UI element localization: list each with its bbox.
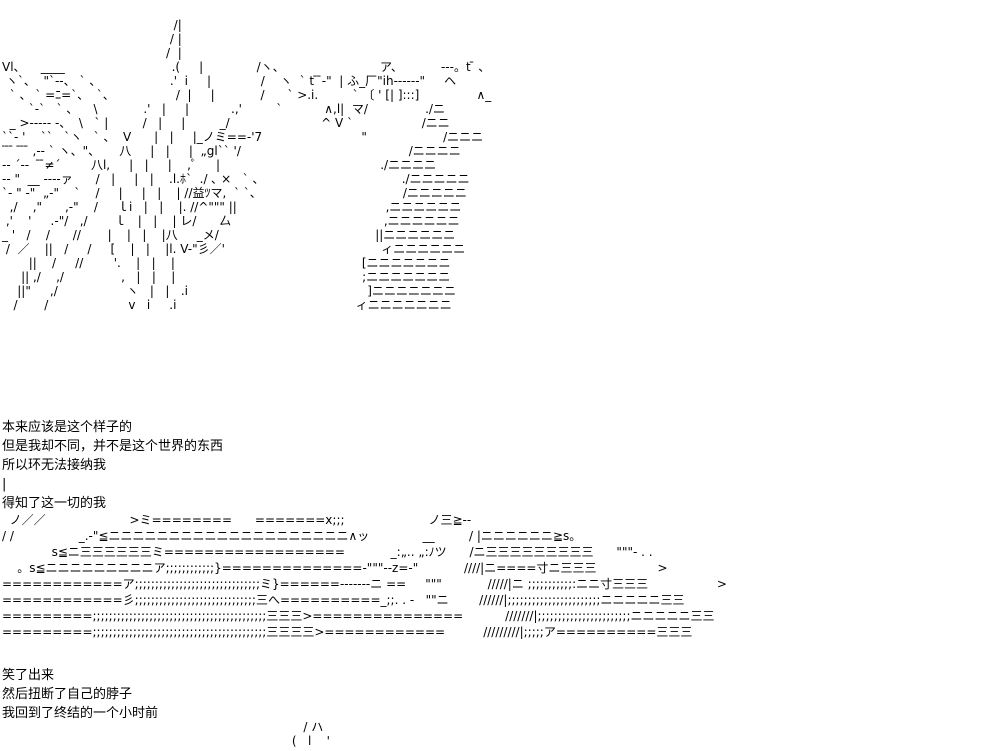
caption-line: 笑了出来 bbox=[2, 668, 55, 683]
caption-block-1: 本来应该是这个样子的 但是我却不同，并不是这个世界的东西 所以环无法接纳我 | … bbox=[2, 418, 223, 513]
caption-line: 所以环无法接纳我 bbox=[2, 458, 107, 473]
caption-line: | bbox=[2, 477, 7, 492]
caption-line: 得知了这一切的我 bbox=[2, 496, 107, 511]
ascii-art-bottom-fragment: / ハ ( l ' bbox=[291, 720, 330, 748]
caption-line: 我回到了终结的一个小时前 bbox=[2, 706, 159, 721]
caption-block-2: 笑了出来 然后扭断了自己的脖子 我回到了终结的一个小时前 bbox=[2, 666, 158, 723]
caption-line: 但是我却不同，并不是这个世界的东西 bbox=[2, 439, 224, 454]
caption-line: 然后扭断了自己的脖子 bbox=[2, 687, 133, 702]
ascii-art-top-scene: /| / | / | Vl、 ____ .( | /ヽ、 ア、 bbox=[2, 18, 492, 312]
ascii-art-middle-scene: ノ／／ >ミ======== =======x;;; ノ三≧‐‐ / / _.-… bbox=[2, 513, 727, 639]
caption-line: 本来应该是这个样子的 bbox=[2, 420, 133, 435]
